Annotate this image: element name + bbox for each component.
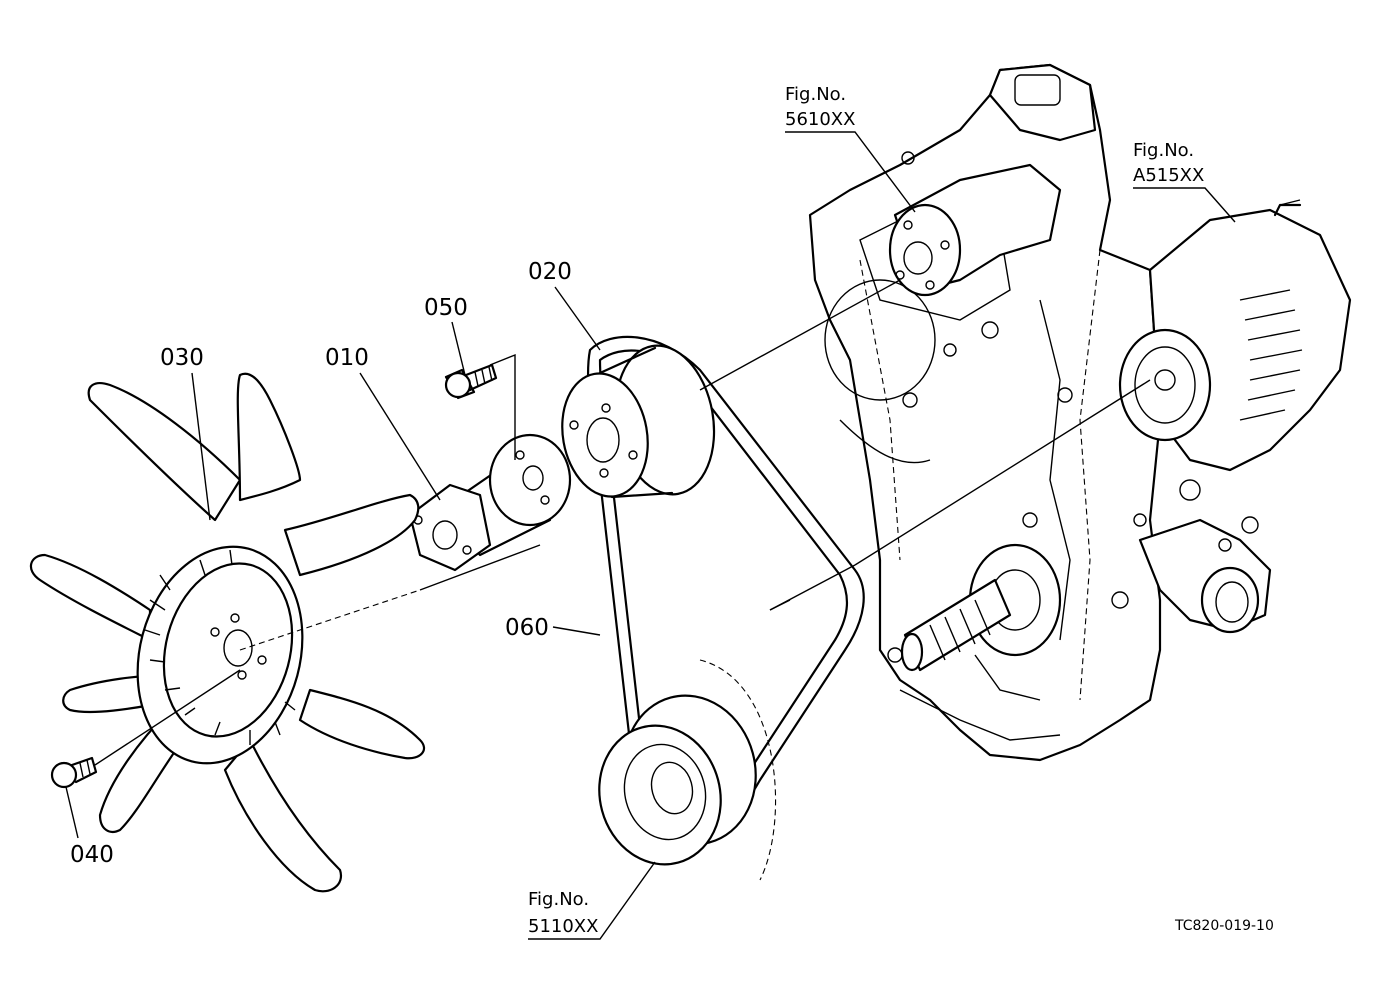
figure-ref-5610-line2: 5610XX: [785, 109, 855, 130]
part-label-040: 040: [70, 842, 114, 868]
figure-ref-a515-line1: Fig.No.: [1133, 140, 1194, 161]
figure-ref-5110-line1: Fig.No.: [528, 889, 589, 910]
crankshaft: [900, 543, 1062, 672]
fan-pulley: [561, 344, 716, 499]
alignment-lines: [94, 279, 1151, 766]
figure-ref-5110-line2: 5110XX: [528, 916, 598, 937]
figure-reference-5110: Fig.No. 5110XX: [528, 861, 656, 940]
water-pump: [888, 151, 1062, 297]
fan-ring-ribs: [144, 549, 296, 745]
bolt-050: [444, 363, 498, 400]
part-label-050: 050: [424, 295, 468, 321]
cooling-fan: [29, 372, 426, 893]
alternator: [1118, 199, 1352, 501]
thermostat-housing: [1138, 516, 1272, 634]
part-label-010: 010: [325, 345, 369, 371]
engine-block: [808, 63, 1162, 762]
crank-pulley: [598, 659, 777, 881]
figure-ref-a515-line2: A515XX: [1133, 165, 1204, 186]
figure-ref-5610-line1: Fig.No.: [785, 84, 846, 105]
bolt-040: [50, 756, 98, 789]
figure-reference-a515: Fig.No. A515XX: [1133, 140, 1236, 223]
part-label-060: 060: [505, 615, 549, 641]
alternator-cooling-fins: [1239, 289, 1303, 421]
drawing-code: TC820-019-10: [1174, 918, 1274, 934]
part-labels: 030 010 050 020 060 040: [65, 259, 601, 868]
part-label-030: 030: [160, 345, 204, 371]
fan-spacer: [408, 433, 572, 572]
fan-blades: [29, 372, 426, 893]
figure-reference-5610: Fig.No. 5610XX: [785, 84, 916, 213]
part-label-020: 020: [528, 259, 572, 285]
